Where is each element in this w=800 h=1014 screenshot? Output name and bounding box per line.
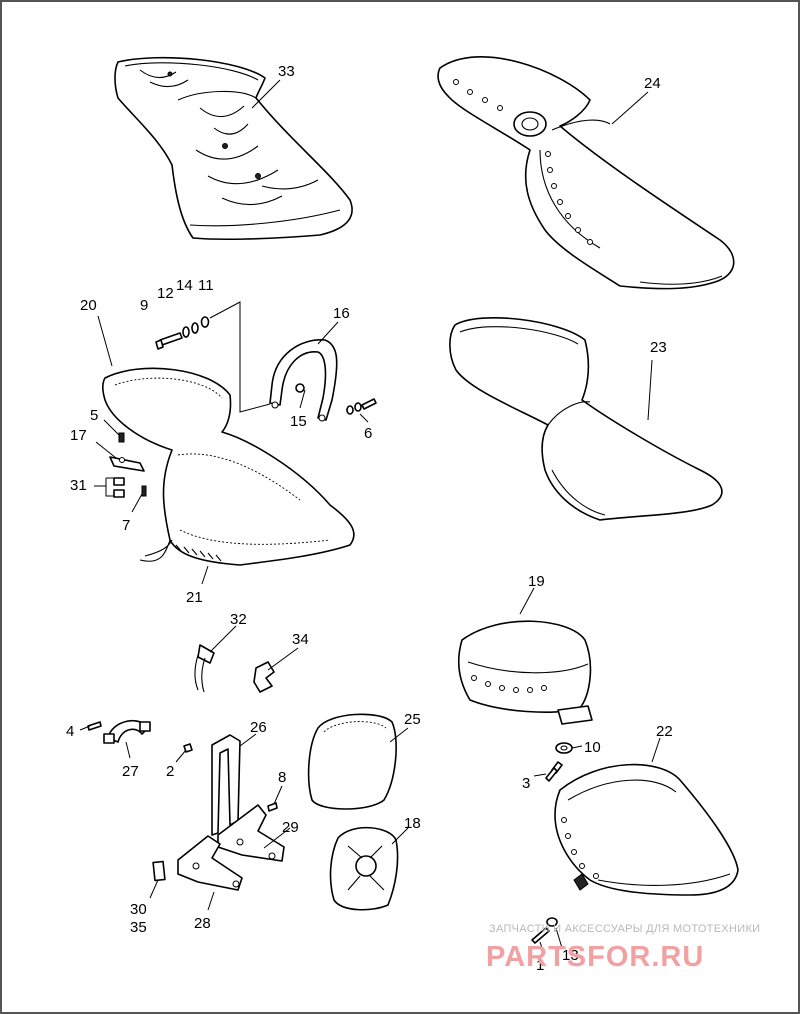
seat-part-20-21 bbox=[101, 367, 355, 566]
seat-part-23 bbox=[449, 316, 723, 521]
callout-18: 18 bbox=[404, 815, 421, 832]
callout-5: 5 bbox=[90, 407, 98, 424]
callout-32: 32 bbox=[230, 611, 247, 628]
seat-24-studs bbox=[453, 79, 593, 245]
callout-9: 9 bbox=[140, 297, 148, 314]
callout-2: 2 bbox=[166, 763, 174, 780]
side-plate-part-29 bbox=[217, 804, 285, 862]
callout-10: 10 bbox=[584, 739, 601, 756]
callout-16: 16 bbox=[333, 305, 350, 322]
callout-26: 26 bbox=[250, 719, 267, 736]
callout-24: 24 bbox=[644, 75, 661, 92]
callout-33: 33 bbox=[278, 63, 295, 80]
callout-4: 4 bbox=[66, 723, 74, 740]
callout-23: 23 bbox=[650, 339, 667, 356]
callout-30: 30 bbox=[130, 901, 147, 918]
callout-19: 19 bbox=[528, 573, 545, 590]
watermark-tagline: ЗАПЧАСТИ И АКСЕССУАРЫ ДЛЯ МОТОТЕХНИКИ bbox=[489, 923, 760, 935]
callout-20: 20 bbox=[80, 297, 97, 314]
backrest-pad-part-25 bbox=[307, 713, 397, 810]
callout-13: 13 bbox=[562, 947, 579, 964]
callout-12: 12 bbox=[157, 285, 174, 302]
solo-seat-part-19 bbox=[457, 620, 593, 725]
leader-lines bbox=[79, 79, 661, 955]
callout-21: 21 bbox=[186, 589, 203, 606]
clip-part-32 bbox=[194, 644, 215, 693]
callout-29: 29 bbox=[282, 819, 299, 836]
callout-28: 28 bbox=[194, 915, 211, 932]
strap-part-16 bbox=[269, 339, 338, 422]
screw-part-4 bbox=[87, 721, 102, 731]
screw-part-8 bbox=[267, 802, 278, 812]
bolt-set-9-12-14-11 bbox=[155, 301, 271, 413]
seat-part-24 bbox=[437, 56, 735, 290]
backrest-back-part-18 bbox=[329, 826, 399, 911]
callout-22: 22 bbox=[656, 723, 673, 740]
clip-part-34 bbox=[253, 661, 275, 693]
seat-19-studs bbox=[471, 675, 547, 693]
callout-labels: 33 24 23 20 9 12 14 11 16 15 6 5 17 31 7… bbox=[66, 63, 673, 974]
seat-22-studs bbox=[561, 817, 599, 879]
bolt-part-3 bbox=[545, 761, 563, 782]
callout-34: 34 bbox=[292, 631, 309, 648]
callout-1: 1 bbox=[536, 957, 544, 974]
callout-3: 3 bbox=[522, 775, 530, 792]
callout-7: 7 bbox=[122, 517, 130, 534]
callout-14: 14 bbox=[176, 277, 193, 294]
sissy-bar-part-26 bbox=[211, 734, 241, 836]
seat-part-33 bbox=[114, 56, 353, 241]
callout-25: 25 bbox=[404, 711, 421, 728]
callout-17: 17 bbox=[70, 427, 87, 444]
side-plate-part-28 bbox=[177, 835, 243, 891]
tag-part-30-35 bbox=[152, 860, 166, 882]
handle-part-27 bbox=[103, 719, 151, 744]
seat-hardware-left bbox=[109, 432, 147, 498]
solo-seat-part-22 bbox=[554, 763, 739, 896]
callout-31: 31 bbox=[70, 477, 87, 494]
callout-11: 11 bbox=[198, 277, 214, 294]
bolt-set-6 bbox=[346, 398, 377, 415]
watermark-logo: PARTSFOR.RU bbox=[486, 941, 704, 973]
bolt-part-1-13 bbox=[531, 917, 558, 944]
callout-6: 6 bbox=[364, 425, 372, 442]
callout-27: 27 bbox=[122, 763, 139, 780]
fringe-lacing bbox=[175, 544, 222, 562]
watermark: ЗАПЧАСТИ И АКСЕССУАРЫ ДЛЯ МОТОТЕХНИКИ PA… bbox=[486, 923, 760, 973]
callout-8: 8 bbox=[278, 769, 286, 786]
callout-15: 15 bbox=[290, 413, 307, 430]
callout-35: 35 bbox=[130, 919, 147, 936]
washer-part-10 bbox=[555, 742, 573, 754]
